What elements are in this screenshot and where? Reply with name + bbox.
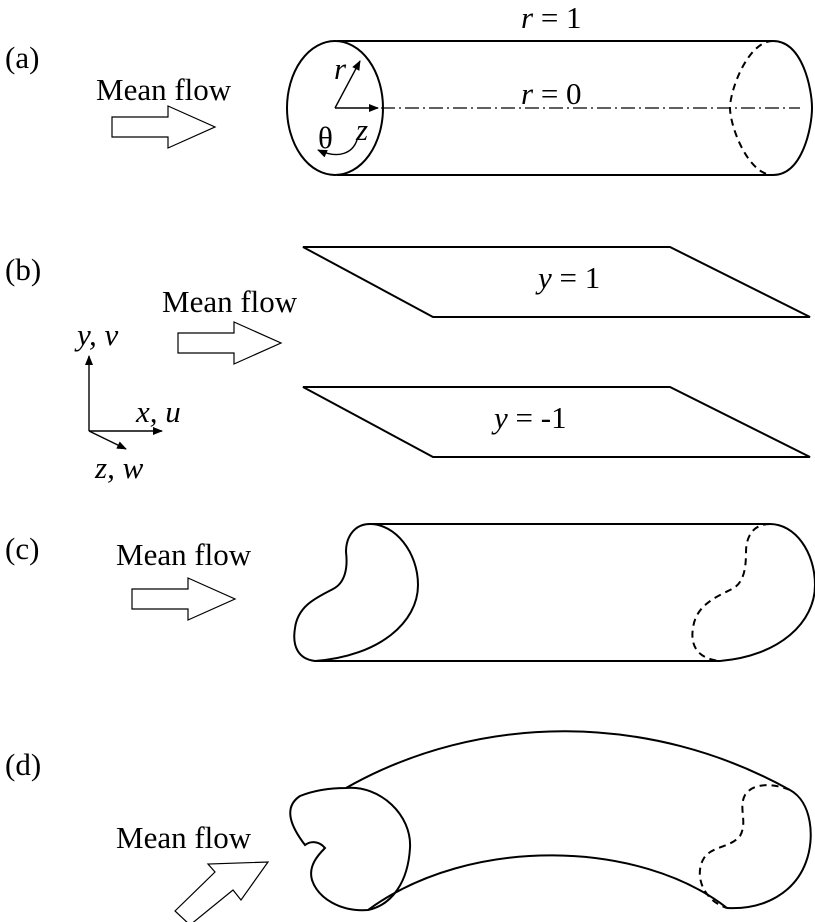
z-axis-label: z, w [94, 450, 144, 485]
coord-theta-label: θ [318, 120, 333, 155]
curved-duct-inner-wall [367, 854, 728, 911]
panel-a: (a) Mean flow r z θ r = 1 r = 0 [5, 0, 814, 176]
panel-a-mean-flow-label: Mean flow [96, 72, 232, 107]
panel-b: (b) Mean flow y = 1 y = -1 y, v x, u z, … [5, 246, 811, 485]
upper-plate [302, 246, 811, 318]
curved-duct-inlet-cross-section [289, 786, 412, 912]
z-axis-arrow [88, 430, 127, 450]
curved-duct [289, 730, 812, 912]
straight-duct [293, 522, 815, 663]
curved-duct-outlet-rim-solid [726, 789, 812, 910]
panel-d-label: (d) [5, 747, 41, 782]
panel-b-mean-flow-label: Mean flow [162, 284, 298, 319]
duct-outlet-rim-hidden [691, 523, 771, 662]
curved-duct-outer-wall [345, 730, 791, 791]
duct-inlet-cross-section [293, 522, 420, 663]
cartesian-coordinate-system: y, v x, u z, w [74, 317, 181, 485]
upper-plate-condition-label: y = 1 [535, 260, 600, 295]
wall-condition-label: r = 1 [521, 0, 582, 35]
panel-c-mean-flow-label: Mean flow [116, 537, 252, 572]
lower-plate-condition-label: y = -1 [491, 400, 567, 435]
panel-b-mean-flow-arrow [177, 321, 283, 365]
theta-rotation-arrow [317, 139, 358, 158]
panel-c-label: (c) [5, 531, 39, 566]
panel-d: (d) Mean flow [5, 730, 812, 922]
circular-pipe [286, 40, 814, 176]
panel-c: (c) Mean flow [5, 522, 815, 663]
panel-d-mean-flow-arrow [174, 861, 270, 922]
panel-a-mean-flow-arrow [111, 105, 217, 149]
cylindrical-coordinate-system: r z θ [317, 51, 379, 158]
panel-d-mean-flow-label: Mean flow [116, 820, 252, 855]
centreline-condition-label: r = 0 [521, 76, 582, 111]
panel-a-label: (a) [5, 40, 39, 75]
coord-z-label: z [355, 112, 368, 147]
panel-b-label: (b) [5, 252, 41, 287]
curved-duct-outlet-rim-hidden [698, 784, 791, 909]
coord-r-label: r [334, 51, 347, 86]
y-axis-label: y, v [74, 317, 119, 352]
pipe-outlet-rim-solid [772, 40, 814, 176]
x-axis-label: x, u [135, 394, 181, 429]
panel-c-mean-flow-arrow [131, 577, 237, 621]
r-axis-arrow [334, 60, 361, 109]
lower-plate [302, 386, 811, 458]
duct-outlet-rim-solid [719, 523, 815, 662]
